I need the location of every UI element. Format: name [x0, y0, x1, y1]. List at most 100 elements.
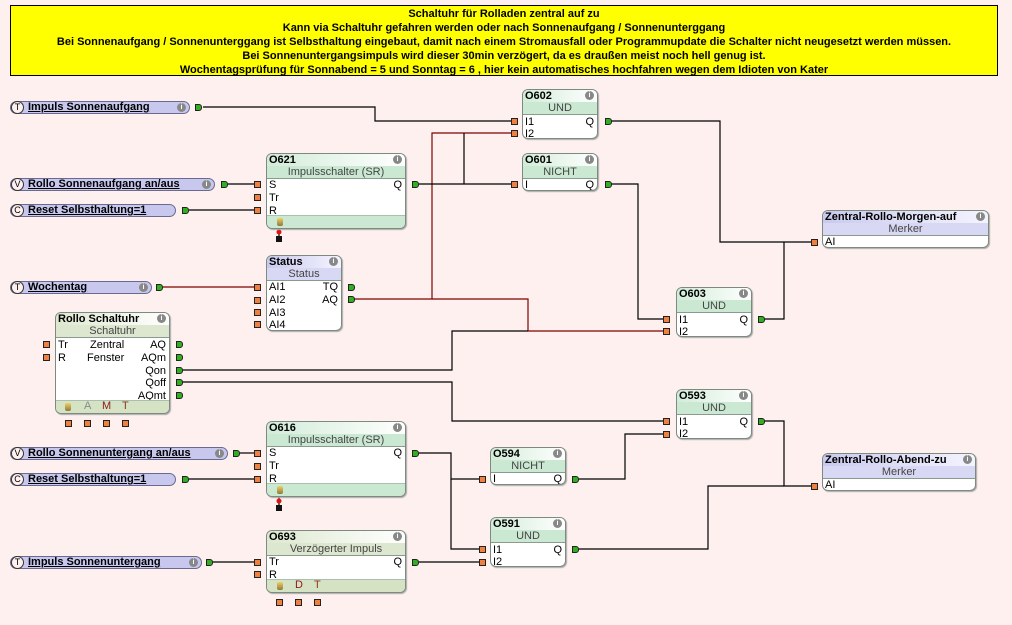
- input-pin[interactable]: [254, 571, 261, 578]
- wire-status-aq-to-o603-i2: [432, 298, 667, 332]
- info-icon[interactable]: i: [215, 449, 224, 458]
- info-icon[interactable]: i: [739, 391, 748, 400]
- input-pin[interactable]: [663, 431, 670, 438]
- info-icon[interactable]: i: [585, 155, 594, 164]
- info-icon[interactable]: i: [553, 449, 562, 458]
- output-pin[interactable]: [572, 476, 579, 483]
- info-icon[interactable]: i: [189, 558, 198, 567]
- info-icon[interactable]: i: [393, 423, 402, 432]
- param-pin[interactable]: [84, 420, 91, 427]
- output-pin[interactable]: [182, 476, 189, 483]
- pin-label: AI2: [269, 294, 286, 306]
- output-pin[interactable]: [195, 104, 202, 111]
- input-pin[interactable]: [43, 354, 50, 361]
- info-icon[interactable]: i: [329, 257, 338, 266]
- input-reset-selbsthaltung-2[interactable]: C Reset Selbsthaltung=1: [10, 473, 176, 486]
- input-pin[interactable]: [811, 483, 818, 490]
- input-pin[interactable]: [479, 559, 486, 566]
- input-impuls-sonnenaufgang[interactable]: T Impuls Sonnenaufgang i: [10, 101, 190, 114]
- info-icon[interactable]: i: [585, 91, 594, 100]
- input-pin[interactable]: [511, 118, 518, 125]
- param-pin[interactable]: [103, 420, 110, 427]
- output-pin[interactable]: [412, 450, 419, 457]
- output-pin[interactable]: [758, 316, 765, 323]
- input-pin[interactable]: [254, 297, 261, 304]
- input-reset-selbsthaltung[interactable]: C Reset Selbsthaltung=1: [10, 204, 176, 217]
- output-pin[interactable]: [412, 559, 419, 566]
- input-pin[interactable]: [663, 328, 670, 335]
- input-pin[interactable]: [511, 181, 518, 188]
- output-pin[interactable]: [221, 181, 228, 188]
- input-pin[interactable]: [811, 239, 818, 246]
- input-pin[interactable]: [254, 194, 261, 201]
- output-pin[interactable]: [182, 207, 189, 214]
- info-icon[interactable]: i: [393, 532, 402, 541]
- input-pin[interactable]: [254, 207, 261, 214]
- input-rollo-sonnenaufgang-an-aus[interactable]: V Rollo Sonnenaufgang an/aus i: [10, 178, 215, 191]
- output-pin[interactable]: [176, 367, 183, 374]
- input-pin[interactable]: [254, 476, 261, 483]
- input-wochentag[interactable]: T Wochentag i: [10, 281, 152, 294]
- info-icon[interactable]: i: [963, 455, 972, 464]
- output-pin[interactable]: [605, 118, 612, 125]
- output-pin[interactable]: [176, 379, 183, 386]
- param-pin[interactable]: [65, 420, 72, 427]
- output-pin[interactable]: [758, 418, 765, 425]
- param-pin[interactable]: [276, 599, 283, 606]
- output-pin[interactable]: [412, 181, 419, 188]
- input-impuls-sonnenuntergang[interactable]: T Impuls Sonnenuntergang i: [10, 556, 202, 569]
- input-rollo-sonnenuntergang-an-aus[interactable]: V Rollo Sonnenuntergang an/aus i: [10, 447, 228, 460]
- param-pin[interactable]: [122, 420, 129, 427]
- note-line: Wochentagsprüfung für Sonnabend = 5 und …: [179, 64, 829, 76]
- input-pin[interactable]: [511, 130, 518, 137]
- input-pin[interactable]: [254, 284, 261, 291]
- output-pin[interactable]: [176, 392, 183, 399]
- info-icon[interactable]: i: [739, 289, 748, 298]
- param-pin[interactable]: [295, 599, 302, 606]
- output-pin[interactable]: [176, 341, 183, 348]
- output-pin[interactable]: [348, 284, 355, 291]
- param-pin[interactable]: [314, 599, 321, 606]
- input-pin[interactable]: [663, 418, 670, 425]
- input-pin[interactable]: [43, 341, 50, 348]
- input-pin[interactable]: [254, 450, 261, 457]
- input-pin[interactable]: [663, 316, 670, 323]
- output-pin[interactable]: [572, 546, 579, 553]
- info-icon[interactable]: i: [976, 212, 985, 221]
- pin-label: Tr: [58, 339, 68, 351]
- input-pin[interactable]: [254, 321, 261, 328]
- info-icon[interactable]: i: [177, 103, 186, 112]
- input-pin[interactable]: [254, 181, 261, 188]
- input-pin[interactable]: [479, 546, 486, 553]
- output-pin[interactable]: [156, 284, 163, 291]
- info-icon[interactable]: i: [393, 155, 402, 164]
- output-pin[interactable]: [348, 296, 355, 303]
- input-pin[interactable]: [479, 476, 486, 483]
- input-pin[interactable]: [254, 309, 261, 316]
- info-icon[interactable]: i: [139, 283, 148, 292]
- info-icon[interactable]: i: [202, 180, 211, 189]
- output-pin[interactable]: [605, 181, 612, 188]
- input-pin[interactable]: [254, 463, 261, 470]
- block-id: O594: [493, 448, 520, 460]
- type-badge: C: [11, 473, 24, 486]
- output-pin[interactable]: [206, 559, 213, 566]
- input-pin[interactable]: [254, 559, 261, 566]
- output-pin[interactable]: [176, 354, 183, 361]
- output-pin[interactable]: [233, 450, 240, 457]
- info-icon[interactable]: i: [157, 314, 166, 323]
- info-icon[interactable]: i: [553, 519, 562, 528]
